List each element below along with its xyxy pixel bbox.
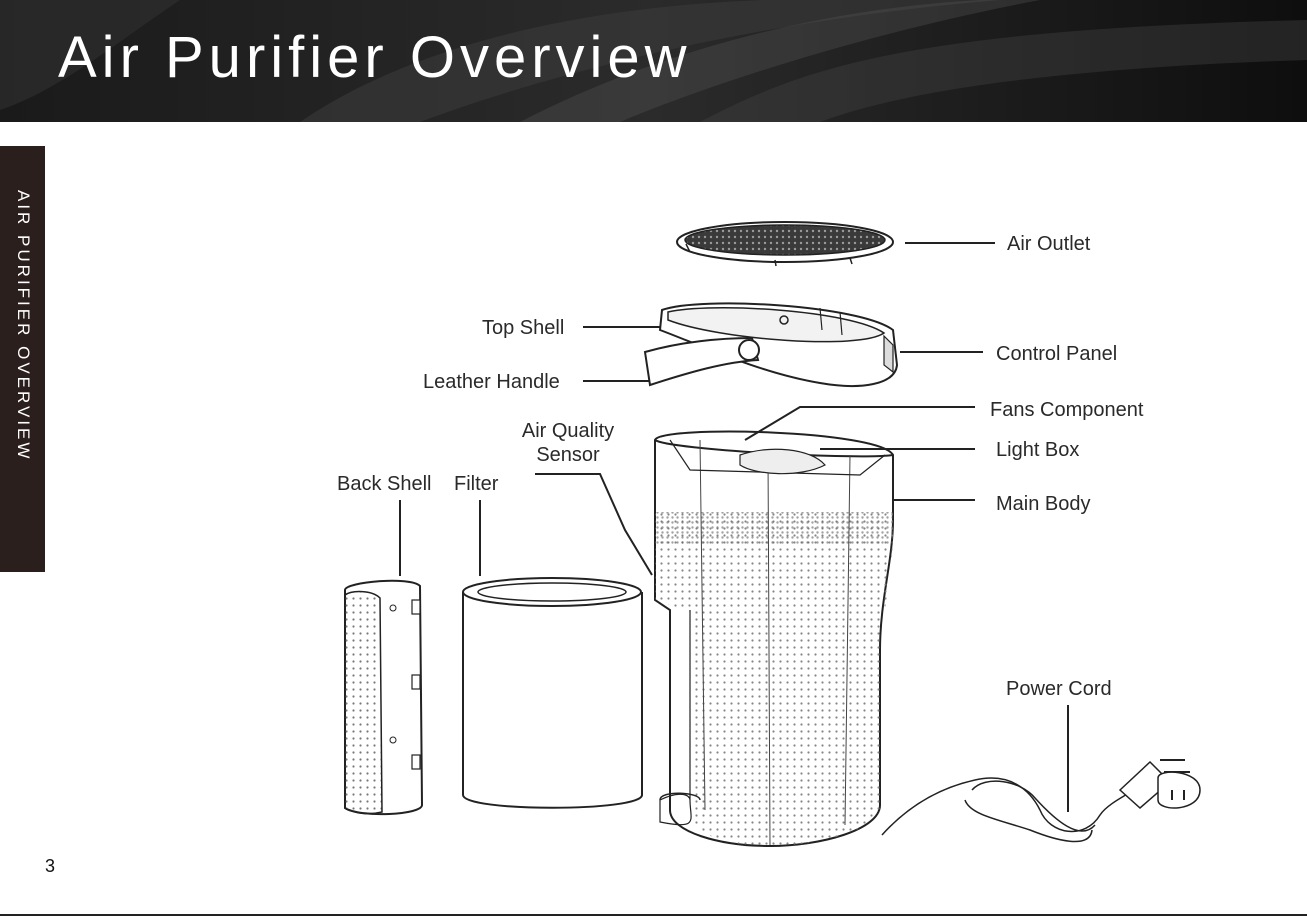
label-light-box: Light Box: [996, 438, 1079, 462]
label-leather-handle: Leather Handle: [423, 370, 560, 394]
back-shell-part: [345, 581, 422, 814]
label-back-shell: Back Shell: [337, 472, 432, 496]
bottom-rule: [0, 914, 1307, 916]
label-air-quality-sensor-line1: Air Quality: [508, 419, 628, 443]
label-air-outlet: Air Outlet: [1007, 232, 1090, 256]
air-outlet-part: [677, 222, 893, 266]
filter-part: [463, 578, 642, 808]
leather-handle-part: [645, 338, 759, 385]
label-fans-component: Fans Component: [990, 398, 1143, 422]
label-air-quality-sensor-line2: Sensor: [508, 443, 628, 467]
label-power-cord: Power Cord: [1006, 677, 1112, 701]
label-filter: Filter: [454, 472, 498, 496]
label-control-panel: Control Panel: [996, 342, 1117, 366]
label-air-quality-sensor: Air Quality Sensor: [508, 419, 628, 467]
power-cord-part: [882, 760, 1200, 842]
main-body-part: [655, 432, 893, 846]
page-number: 3: [45, 856, 55, 877]
label-main-body: Main Body: [996, 492, 1091, 516]
label-top-shell: Top Shell: [482, 316, 564, 340]
